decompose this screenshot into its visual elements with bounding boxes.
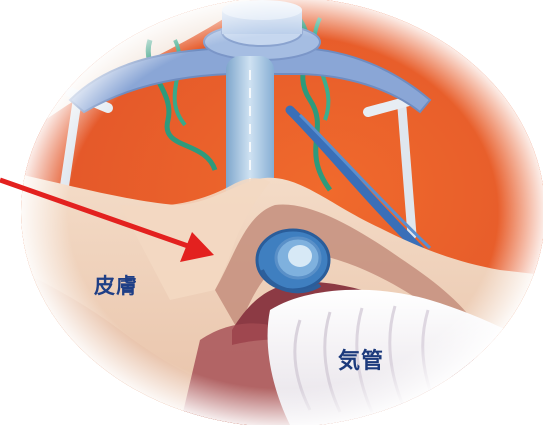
label-skin: 皮膚 bbox=[94, 270, 138, 300]
label-trachea: 気管 bbox=[338, 343, 384, 375]
